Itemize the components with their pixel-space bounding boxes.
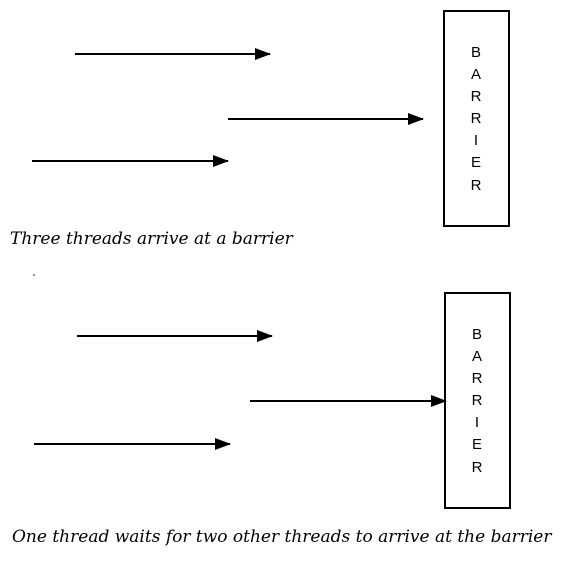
barrier-letter: I [475, 414, 479, 431]
barrier-box [444, 292, 511, 509]
barrier-letter: R [472, 392, 483, 409]
barrier-label: B A R R I E R [472, 326, 483, 476]
barrier-letter: R [471, 88, 482, 105]
barrier-letter: R [471, 177, 482, 194]
barrier-letter: R [472, 370, 483, 387]
barrier-letter: R [472, 459, 483, 476]
barrier-letter: B [471, 44, 481, 61]
barrier-letter: A [472, 348, 482, 365]
stray-dot [33, 274, 35, 276]
barrier-letter: B [472, 326, 482, 343]
barrier-letter: E [471, 154, 481, 171]
diagram-2-caption: One thread waits for two other threads t… [12, 527, 552, 547]
barrier-letter: I [474, 132, 478, 149]
barrier-letter: R [471, 110, 482, 127]
barrier-letter: E [472, 436, 482, 453]
diagram-2: B A R R I E R [34, 292, 511, 509]
diagram-1-caption: Three threads arrive at a barrier [10, 229, 293, 249]
barrier-label: B A R R I E R [471, 44, 482, 194]
barrier-box [443, 10, 510, 227]
diagram-1: B A R R I E R [32, 10, 510, 227]
barrier-letter: A [471, 66, 481, 83]
